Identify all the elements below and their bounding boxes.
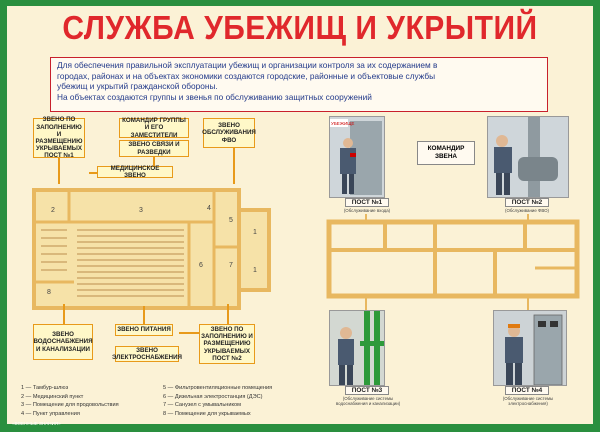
plan-number: 1 — [253, 229, 257, 236]
scene-post2 — [487, 116, 569, 198]
scene-post4 — [493, 310, 567, 386]
leader-line — [227, 304, 229, 324]
label-post1-unit: ЗВЕНО ПО ЗАПОЛНЕНИЮ И РАЗМЕЩЕНИЮ УКРЫВАЕ… — [33, 116, 85, 159]
label-squad-commander: КОМАНДИР ЗВЕНА — [417, 141, 475, 165]
bench-rows — [41, 229, 184, 297]
legend-item: 5 — Фильтровентиляционные помещения — [163, 385, 273, 391]
plan-number: 1 — [253, 267, 257, 274]
label-comm-unit: ЗВЕНО СВЯЗИ И РАЗВЕДКИ — [119, 140, 189, 157]
post-sub-2: (Обслуживание ФВО) — [505, 208, 549, 213]
publisher-mark: «ВОЕННЫЕ ЗНАНИЯ» — [12, 421, 61, 426]
legend-left: 1 — Тамбур-шлюз 2 — Медицинский пункт 3 … — [21, 384, 119, 418]
legend-item: 6 — Дизельная электростанция (ДЭС) — [163, 393, 263, 400]
leader-line — [153, 157, 155, 166]
leader-line — [233, 148, 235, 184]
shelter-floor-plan: 2 3 4 1 1 5 6 7 8 — [32, 188, 271, 310]
post-label-4: ПОСТ №4 — [505, 386, 549, 395]
intro-text-box: Для обеспечения правильной эксплуатации … — [50, 57, 548, 112]
legend-item: 8 — Помещение для укрываемых — [163, 410, 251, 417]
scene-post1: УБЕЖИЩЕ — [329, 116, 385, 198]
label-ffo-unit: ЗВЕНО ОБСЛУЖИВАНИЯ ФВО — [202, 118, 256, 148]
intro-line: На объектах создаются группы и звенья по… — [57, 91, 372, 102]
legend-item: 4 — Пункт управления — [21, 410, 80, 417]
leader-line — [365, 298, 367, 310]
plan-number: 5 — [229, 217, 233, 224]
legend-item: 1 — Тамбур-шлюз — [21, 385, 69, 391]
label-water-unit: ЗВЕНО ВОДОСНАБЖЕНИЯ И КАНАЛИЗАЦИИ — [33, 324, 93, 360]
leader-line — [527, 214, 529, 224]
legend-item: 3 — Помещение для продовольствия — [21, 402, 119, 409]
legend-item: 2 — Медицинский пункт — [21, 393, 84, 400]
legend-right: 5 — Фильтровентиляционные помещения 6 — … — [163, 384, 272, 418]
post-label-2: ПОСТ №2 — [505, 198, 549, 207]
plan-number: 3 — [139, 207, 143, 214]
plan-number: 7 — [229, 262, 233, 269]
label-post2-unit: ЗВЕНО ПО ЗАПОЛНЕНИЮ И РАЗМЕЩЕНИЮ УКРЫВАЕ… — [199, 324, 255, 364]
intro-line: убежищ и укрытий гражданской обороны. — [57, 81, 218, 92]
post-sub-3: (Обслуживание системы водоснабжения и ка… — [335, 396, 401, 406]
post-sub-4: (Обслуживание системы электроснабжения) — [502, 396, 554, 406]
plan-number: 2 — [51, 207, 55, 214]
plan-number: 8 — [47, 289, 51, 296]
plan-number: 6 — [199, 262, 203, 269]
leader-line — [527, 298, 529, 310]
intro-line: городах, районах и на объектах экономики… — [57, 70, 436, 81]
leader-line — [63, 304, 65, 324]
legend-item: 7 — Санузел с умывальником — [163, 402, 241, 409]
post-sub-1: (Обслуживание входа) — [343, 208, 391, 213]
label-food-unit: ЗВЕНО ПИТАНИЯ — [115, 324, 173, 336]
leader-line — [365, 214, 367, 224]
leader-line — [179, 332, 199, 334]
intro-line: Для обеспечения правильной эксплуатации … — [57, 60, 438, 70]
right-floor-plan — [326, 219, 580, 299]
label-power-unit: ЗВЕНО ЭЛЕКТРОСНАБЖЕНИЯ — [112, 346, 182, 362]
poster-title: СЛУЖБА УБЕЖИЩ И УКРЫТИЙ — [62, 9, 538, 47]
poster: СЛУЖБА УБЕЖИЩ И УКРЫТИЙ Для обеспечения … — [7, 6, 593, 424]
leader-line — [143, 306, 145, 324]
shelter-sign: УБЕЖИЩЕ — [331, 121, 354, 126]
leader-line — [58, 158, 60, 184]
scene-post3 — [329, 310, 385, 386]
label-med-unit: МЕДИЦИНСКОЕ ЗВЕНО — [97, 165, 173, 179]
leader-line — [89, 172, 97, 174]
post-label-1: ПОСТ №1 — [345, 198, 389, 207]
label-commander: КОМАНДИР ГРУППЫ И ЕГО ЗАМЕСТИТЕЛИ — [119, 117, 189, 139]
plan-number: 4 — [207, 205, 211, 212]
post-label-3: ПОСТ №3 — [345, 386, 389, 395]
